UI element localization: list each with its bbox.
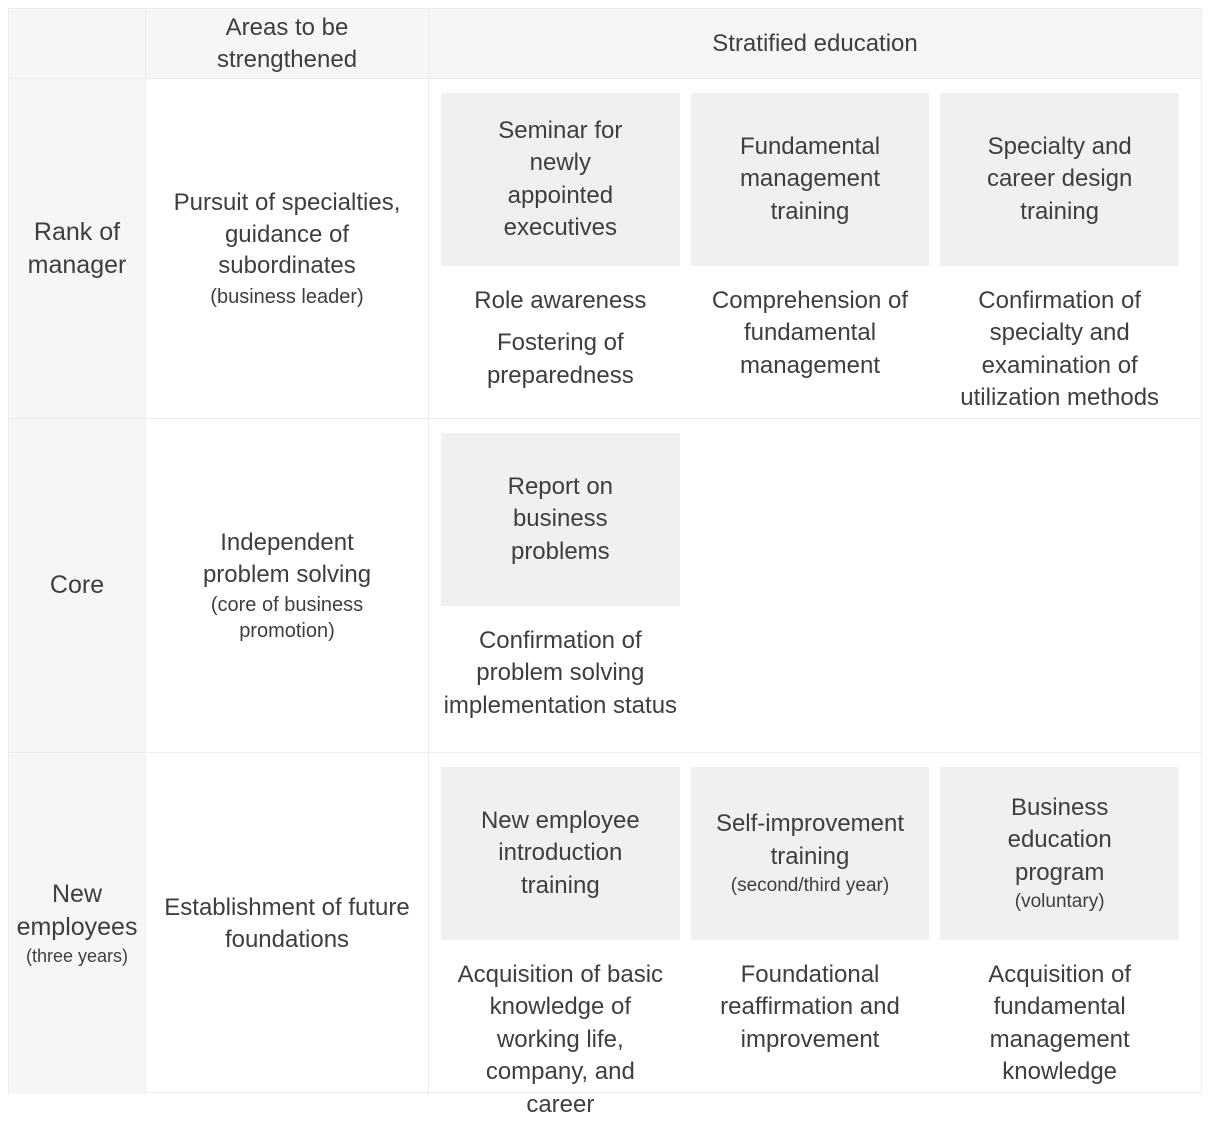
program-column: Fundamental management training Comprehe… — [690, 93, 930, 415]
area-cell-core: Independent problem solving (core of bus… — [146, 419, 429, 753]
rank-label: New employees — [16, 880, 138, 941]
area-label: Pursuit of specialties, guidance of subo… — [173, 188, 401, 280]
area-cell-manager: Pursuit of specialties, guidance of subo… — [146, 79, 429, 419]
header-corner-cell — [9, 9, 146, 79]
program-column: Report on business problems Confirmation… — [441, 433, 680, 722]
program-outcomes: Comprehension of fundamental management — [691, 285, 930, 382]
rank-cell-manager: Rank of manager — [9, 79, 146, 419]
program-outcome: Confirmation of problem solving implemen… — [443, 627, 678, 719]
training-structure-table: Areas to be strengthened Stratified educ… — [8, 8, 1202, 1118]
area-cell-new-employees: Establishment of future foundations — [146, 753, 429, 1094]
rank-cell-core: Core — [9, 419, 146, 753]
header-stratified-label: Stratified education — [712, 29, 918, 57]
area-label: Independent problem solving — [202, 528, 372, 588]
program-title: Fundamental management training — [739, 132, 881, 225]
rank-note: (three years) — [25, 946, 129, 967]
program-card-executive-seminar: Seminar for newly appointed executives — [441, 93, 680, 266]
program-title-note: (second/third year) — [730, 875, 890, 897]
program-card-career-design: Specialty and career design training — [940, 93, 1179, 266]
header-stratified-cell: Stratified education — [429, 9, 1201, 79]
program-outcome: Acquisition of fundamental management kn… — [988, 961, 1132, 1086]
program-card-fundamental-management: Fundamental management training — [690, 93, 930, 266]
program-card-business-problems: Report on business problems — [441, 433, 680, 606]
program-title: Report on business problems — [507, 472, 614, 565]
header-areas-cell: Areas to be strengthened — [146, 9, 429, 79]
program-title: Business education program — [1007, 794, 1112, 886]
program-outcome: Foundational reaffirmation and improveme… — [720, 961, 900, 1053]
program-outcome: Comprehension of fundamental management — [711, 287, 909, 379]
program-title: Self-improvement training — [715, 810, 905, 870]
program-outcomes: Acquisition of basic knowledge of workin… — [441, 959, 680, 1121]
program-outcomes: Acquisition of fundamental management kn… — [940, 959, 1179, 1089]
rank-label: Rank of manager — [27, 218, 127, 279]
program-outcomes: Confirmation of problem solving implemen… — [441, 625, 680, 722]
programs-cell-core: Report on business problems Confirmation… — [429, 419, 1201, 753]
program-outcomes: Foundational reaffirmation and improveme… — [691, 959, 930, 1056]
area-note: (core of business promotion) — [210, 594, 364, 643]
program-outcomes: Confirmation of specialty and examinatio… — [940, 285, 1179, 415]
area-note: (business leader) — [210, 286, 364, 309]
rank-label: Core — [49, 571, 105, 600]
rank-cell-new-employees: New employees (three years) — [9, 753, 146, 1094]
program-outcome: Confirmation of specialty and examinatio… — [960, 287, 1160, 412]
program-outcomes: Role awareness Fostering of preparedness — [441, 285, 680, 392]
program-outcome: Acquisition of basic knowledge of workin… — [457, 961, 664, 1118]
program-column: Seminar for newly appointed executives R… — [441, 93, 680, 415]
program-card-business-education: Business education program (voluntary) — [940, 767, 1179, 940]
program-title: Seminar for newly appointed executives — [498, 116, 623, 241]
program-column: New employee introduction training Acqui… — [441, 767, 680, 1121]
program-outcome: Fostering of preparedness — [486, 329, 634, 389]
program-outcome: Role awareness — [474, 287, 647, 314]
program-title: Specialty and career design training — [986, 132, 1133, 225]
program-title: New employee introduction training — [480, 806, 640, 899]
program-column: Business education program (voluntary) A… — [940, 767, 1179, 1121]
programs-cell-new-employees: New employee introduction training Acqui… — [429, 753, 1201, 1118]
area-label: Establishment of future foundations — [164, 893, 410, 953]
program-column: Specialty and career design training Con… — [940, 93, 1179, 415]
program-column: Self-improvement training (second/third … — [690, 767, 930, 1121]
program-title-note: (voluntary) — [1014, 891, 1105, 913]
header-areas-label: Areas to be strengthened — [216, 13, 358, 73]
program-card-new-employee-introduction: New employee introduction training — [441, 767, 680, 940]
programs-cell-manager: Seminar for newly appointed executives R… — [429, 79, 1201, 419]
program-card-self-improvement: Self-improvement training (second/third … — [690, 767, 930, 940]
